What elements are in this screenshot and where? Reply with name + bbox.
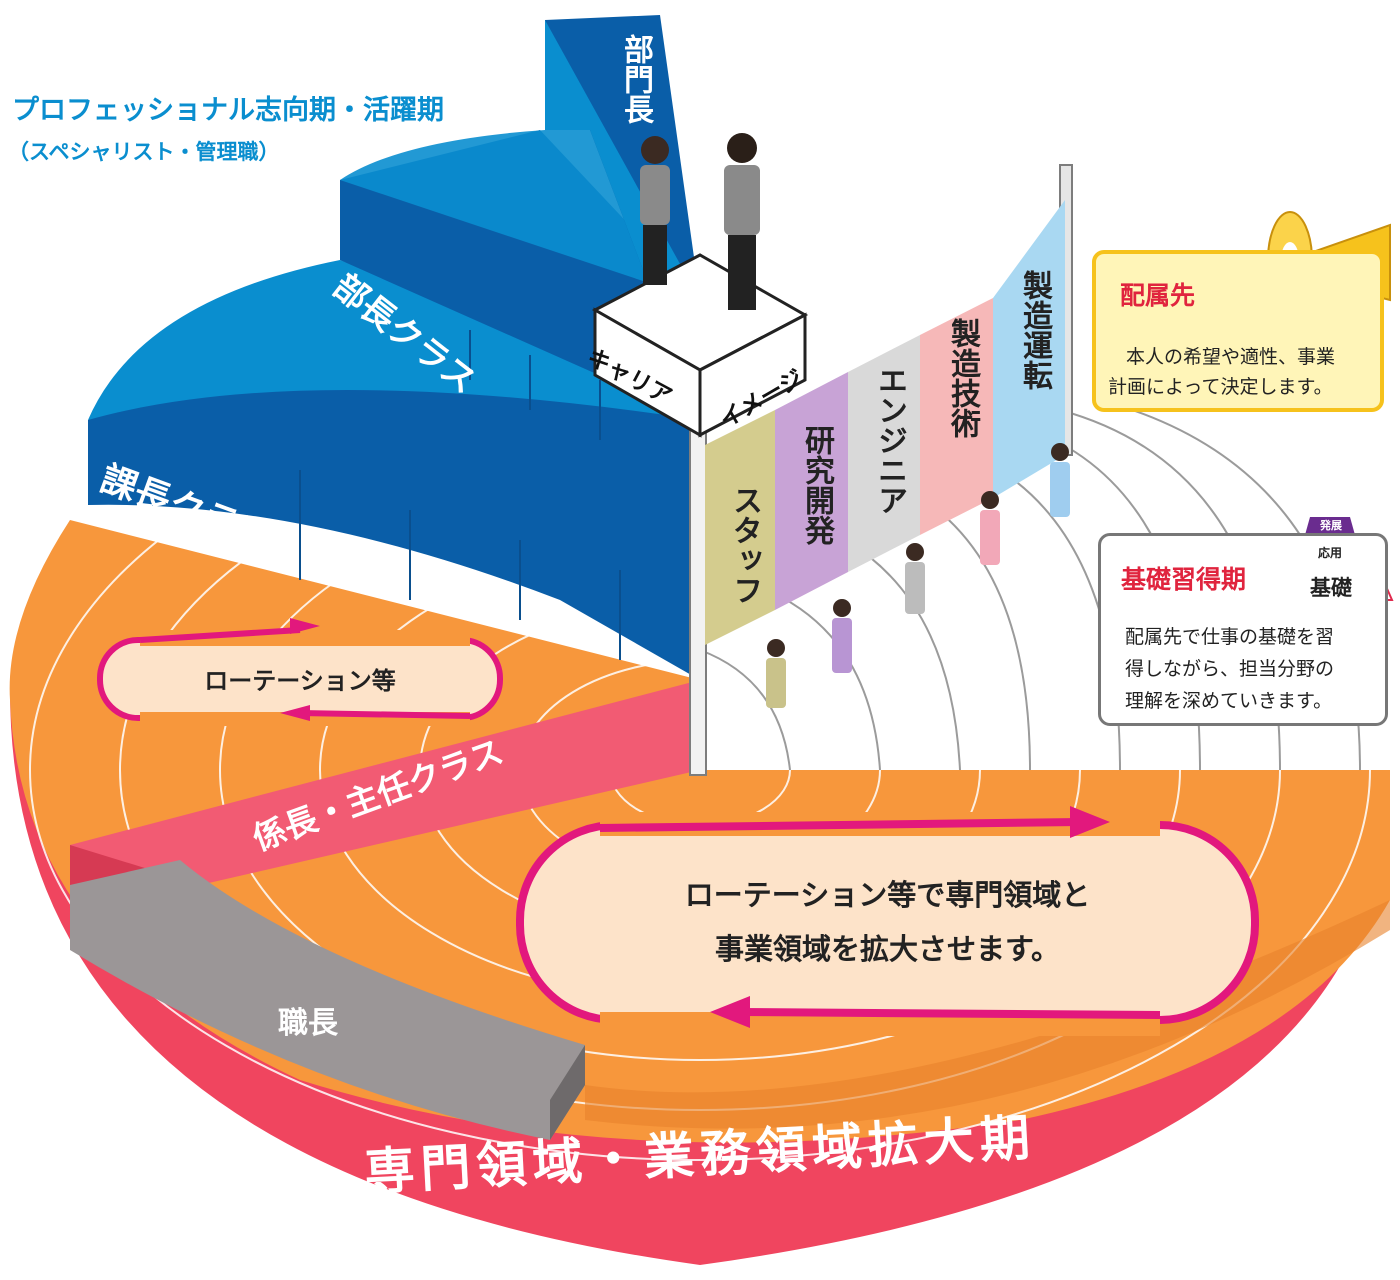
basics-text-2: 得しながら、担当分野の [1125,658,1335,680]
basics-title: 基礎習得期 [1121,565,1247,594]
pyramid-base: 基礎 [1310,576,1352,600]
banner-staff: スタッフ [727,485,762,605]
flag-pole [689,419,707,776]
rotation-small-loop [97,618,503,726]
pyramid-mid: 応用 [1317,546,1342,560]
assignment-title: 配属先 [1120,281,1196,310]
level-shokucho: 職長 [278,1006,338,1041]
banner-rd-bg [775,372,848,610]
banner-engineer-bg [848,335,920,572]
basics-text-1: 配属先で仕事の基礎を習 [1125,626,1335,648]
basics-box: 基礎習得期 配属先で仕事の基礎を習 得しながら、担当分野の 理解を深めていきます… [1098,533,1388,726]
assignment-text-1: 本人の希望や適性、事業 [1126,346,1336,368]
kakaricho-band [70,680,700,885]
rotation-big-line2: 事業領域を拡大させます。 [714,932,1061,966]
runners [766,443,1070,708]
banner-rd: 研究開発 [799,425,834,545]
rotation-small-label: ローテーション等 [204,667,396,695]
banner-staff-bg [705,410,775,645]
pyramid-top: 発展 [1320,519,1342,532]
assignment-box: 配属先 本人の希望や適性、事業 計画によって決定します。 [1092,250,1384,412]
rotation-big-line1: ローテーション等で専門領域と [684,878,1091,912]
page-title: プロフェッショナル志向期・活躍期 [12,95,444,126]
basics-text-3: 理解を深めていきます。 [1125,690,1333,712]
kacho-step [88,380,700,680]
banner-tech: 製造技術 [945,318,980,438]
level-bumoncho: 部門長 [618,34,653,124]
rotation-big-loop [516,806,1259,1036]
shokucho-step [70,860,585,1140]
step-seams [299,330,621,660]
banner-ops-bg [993,200,1065,498]
assignment-text-2: 計画によって決定します。 [1108,376,1333,398]
banner-engineer: エンジニア [872,365,907,515]
banner-ops: 製造運転 [1017,270,1052,390]
banner-tech-bg [920,298,993,535]
page-subtitle: （スペシャリスト・管理職） [8,140,280,164]
people-on-cube [640,133,760,310]
